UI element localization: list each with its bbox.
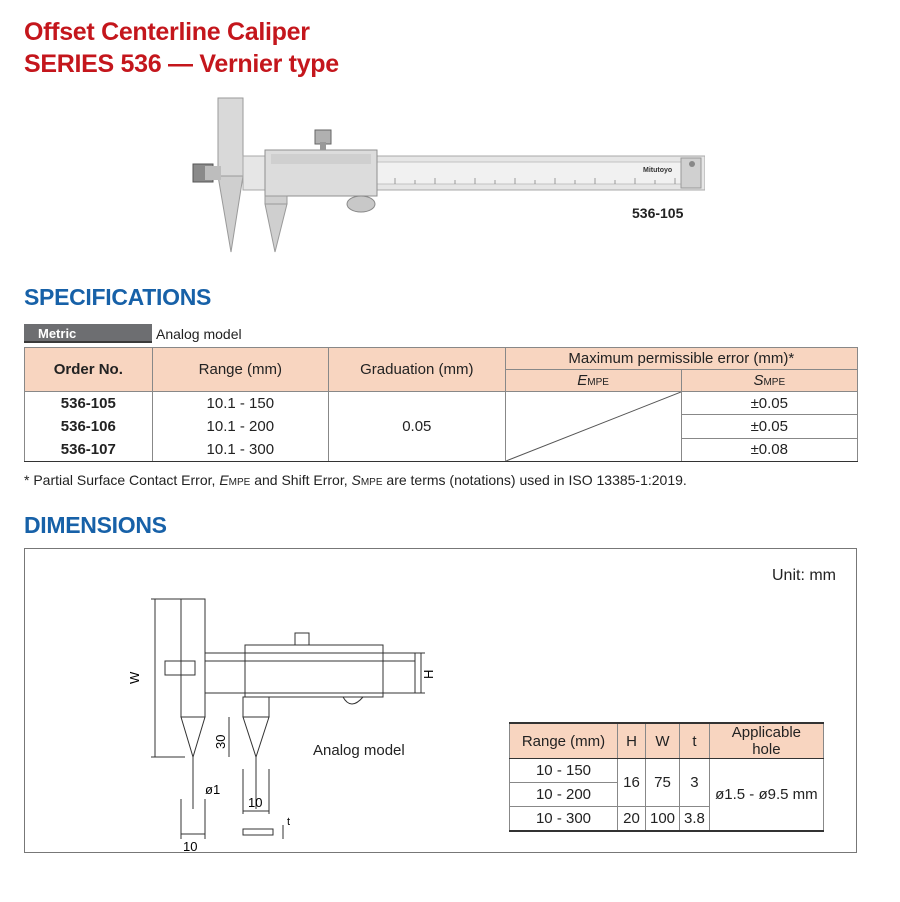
- order-no-cell: 536-107: [24, 438, 153, 463]
- model-label: Analog model: [156, 326, 242, 342]
- table-row: 10 - 300 20 100 3.8: [509, 806, 824, 832]
- t-cell: 3: [679, 758, 710, 807]
- range-cell: 10.1 - 150: [151, 390, 330, 415]
- metric-row: Metric Analog model: [24, 323, 242, 343]
- graduation-cell: 0.05: [328, 391, 506, 462]
- smpe-cell: ±0.08: [680, 438, 859, 463]
- dimensions-panel: Unit: mm: [24, 548, 857, 854]
- range-cell: 10.1 - 300: [151, 438, 330, 463]
- diagonal-slash: [505, 392, 681, 461]
- w-label: W: [127, 671, 142, 684]
- table-row: 536-105 10.1 - 150 0.05 ±0.05: [24, 390, 859, 462]
- col-smpe: SMPE: [680, 369, 859, 392]
- caliper-product-image: Mitutoyo: [192, 97, 705, 253]
- w-cell: 75: [644, 758, 681, 807]
- series-title: SERIES 536 — Vernier type: [24, 50, 339, 78]
- col-graduation: Graduation (mm): [328, 347, 506, 392]
- product-image-label: 536-105: [632, 205, 684, 221]
- dim-col-t: t: [679, 722, 710, 759]
- range-cell: 10 - 300: [509, 806, 618, 832]
- empe-main: E: [577, 372, 588, 389]
- range-cell: 10 - 200: [509, 782, 618, 807]
- footnote-text-3: are terms (notations) used in ISO 13385-…: [382, 472, 687, 488]
- drawing-model-label: Analog model: [313, 742, 405, 759]
- footnote-e-sub: MPE: [228, 477, 251, 488]
- dimensions-heading: DIMENSIONS: [24, 512, 167, 538]
- col-order-no: Order No.: [24, 347, 153, 392]
- ten-label-right: 10: [248, 795, 262, 810]
- table-row: 10 - 150 16 75 3 ø1.5 - ø9.5 mm: [509, 758, 824, 832]
- h-label: H: [421, 670, 436, 679]
- phi1-label: ø1: [205, 782, 220, 797]
- ten-label-left: 10: [183, 839, 197, 854]
- col-mpe: Maximum permissible error (mm)*: [504, 347, 859, 370]
- footnote-text-2: and Shift Error,: [250, 472, 352, 488]
- dim-col-h: H: [617, 722, 646, 759]
- col-range: Range (mm): [151, 347, 330, 392]
- smpe-sub: MPE: [763, 377, 786, 388]
- specifications-heading: SPECIFICATIONS: [24, 284, 212, 310]
- dim-col-hole: Applicable hole: [708, 722, 824, 759]
- w-cell: 100: [644, 806, 681, 832]
- product-title: Offset Centerline Caliper: [24, 18, 310, 46]
- t-label: t: [287, 816, 290, 828]
- order-no-cell: 536-106: [24, 414, 153, 439]
- footnote-text-1: * Partial Surface Contact Error,: [24, 472, 220, 488]
- smpe-cell: ±0.05: [680, 390, 859, 416]
- order-no-cell: 536-105: [24, 390, 153, 415]
- table-row: 536-106 10.1 - 200 ±0.05: [24, 414, 859, 439]
- table-row: 536-107 10.1 - 300 ±0.08: [24, 438, 859, 463]
- metric-badge: Metric: [24, 324, 152, 343]
- hole-cell: ø1.5 - ø9.5 mm: [708, 758, 824, 832]
- dim-col-range: Range (mm): [509, 722, 618, 759]
- range-cell: 10 - 150: [509, 758, 618, 783]
- smpe-main: S: [753, 372, 764, 389]
- h-cell: 16: [617, 758, 646, 807]
- unit-label: Unit: mm: [772, 567, 836, 584]
- t-cell: 3.8: [679, 806, 710, 832]
- dimensions-table: Range (mm) H W t Applicable hole 10 - 15…: [509, 722, 824, 832]
- footnote: * Partial Surface Contact Error, EMPE an…: [24, 472, 687, 488]
- footnote-e: E: [219, 472, 229, 488]
- range-cell: 10.1 - 200: [151, 414, 330, 439]
- smpe-cell: ±0.05: [680, 414, 859, 439]
- col-empe: EMPE: [504, 369, 682, 392]
- footnote-s: S: [351, 472, 361, 488]
- footnote-s-sub: MPE: [360, 477, 383, 488]
- thirty-label: 30: [213, 735, 228, 749]
- dimension-drawing: W H 30 ø1 10 10 t: [127, 598, 436, 854]
- h-cell: 20: [617, 806, 646, 832]
- scale-brand: Mitutoyo: [643, 167, 672, 174]
- empe-sub: MPE: [587, 377, 609, 388]
- specifications-table: Order No. Range (mm) Graduation (mm) Max…: [24, 347, 859, 463]
- empe-not-applicable-cell: [504, 391, 682, 462]
- dim-col-w: W: [644, 722, 681, 759]
